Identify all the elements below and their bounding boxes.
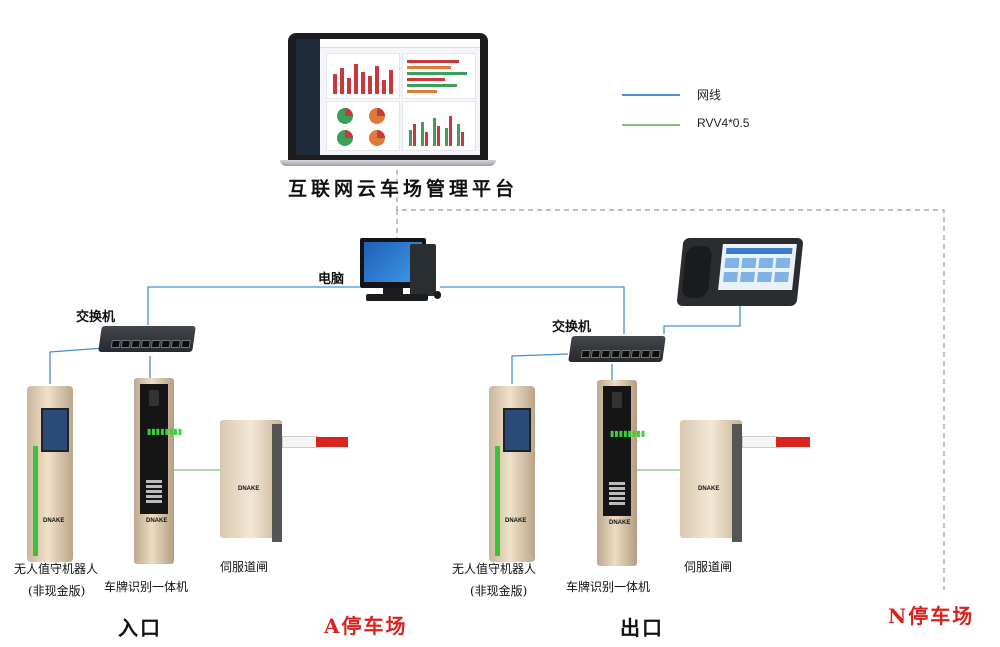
- left-gate-side: [272, 424, 282, 542]
- pc-tower-icon: [410, 244, 436, 296]
- left-network-switch-icon: [98, 326, 196, 352]
- left-barrier-gate-icon: DNAKE: [220, 420, 282, 538]
- legend-line-network: [622, 94, 680, 96]
- right-gate-brand: DNAKE: [698, 486, 720, 492]
- computer-label: 电脑: [318, 272, 345, 287]
- left-robot-label: 无人值守机器人: [14, 562, 99, 576]
- lot-n-label: N停车场: [888, 604, 975, 628]
- right-robot-sublabel: (非现金版): [470, 584, 528, 598]
- left-gate-arm: [282, 436, 318, 448]
- platform-title: 互联网云车场管理平台: [288, 178, 519, 200]
- right-lpr-brand: DNAKE: [609, 520, 631, 526]
- network-cable-pc-left-switch: [147, 286, 360, 325]
- right-network-switch-icon: [568, 336, 666, 362]
- right-robot-kiosk-icon: DNAKE: [489, 386, 535, 562]
- network-cable-left-robot: [49, 347, 105, 384]
- left-lpr-brand: DNAKE: [146, 518, 168, 524]
- left-lpr-label: 车牌识别一体机: [104, 580, 189, 594]
- right-gate-side: [732, 424, 742, 542]
- entrance-label: 入口: [118, 616, 162, 640]
- lot-a-label: A停车场: [324, 614, 408, 638]
- left-robot-sublabel: (非现金版): [28, 584, 86, 598]
- keyboard-icon: [366, 294, 428, 301]
- legend-label-network: 网线: [697, 88, 722, 102]
- left-robot-kiosk-icon: DNAKE: [27, 386, 73, 562]
- mouse-icon: [434, 291, 441, 299]
- right-gate-label: 伺服道闸: [684, 560, 733, 574]
- left-gate-arm-red: [316, 437, 348, 447]
- dashed-cloud-link: [396, 170, 945, 590]
- laptop-base: [280, 160, 496, 166]
- left-robot-brand: DNAKE: [43, 518, 65, 524]
- left-gate-brand: DNAKE: [238, 486, 260, 492]
- network-cable-phone-switch: [663, 306, 741, 334]
- desk-phone-icon: [676, 238, 804, 306]
- legend-label-rvv: RVV4*0.5: [697, 116, 750, 130]
- left-switch-label: 交换机: [76, 310, 116, 325]
- exit-label: 出口: [620, 616, 664, 640]
- network-cable-right-robot: [511, 353, 569, 384]
- right-robot-brand: DNAKE: [505, 518, 527, 524]
- legend-line-rvv: [622, 124, 680, 126]
- dashboard-screenshot: [296, 39, 480, 155]
- right-switch-label: 交换机: [552, 320, 592, 335]
- network-cable-pc-right-switch: [440, 286, 625, 334]
- pc-monitor-stand: [383, 288, 403, 294]
- right-lpr-camera-icon: ▮▮▮▮▮▮▮▮ DNAKE: [597, 380, 645, 566]
- laptop-image: [288, 33, 488, 161]
- left-lpr-camera-icon: ▮▮▮▮▮▮▮▮ DNAKE: [134, 378, 182, 564]
- right-barrier-gate-icon: DNAKE: [680, 420, 742, 538]
- right-gate-arm: [742, 436, 778, 448]
- right-gate-arm-red: [776, 437, 810, 447]
- left-gate-label: 伺服道闸: [220, 560, 269, 574]
- right-lpr-label: 车牌识别一体机: [566, 580, 651, 594]
- right-robot-label: 无人值守机器人: [452, 562, 537, 576]
